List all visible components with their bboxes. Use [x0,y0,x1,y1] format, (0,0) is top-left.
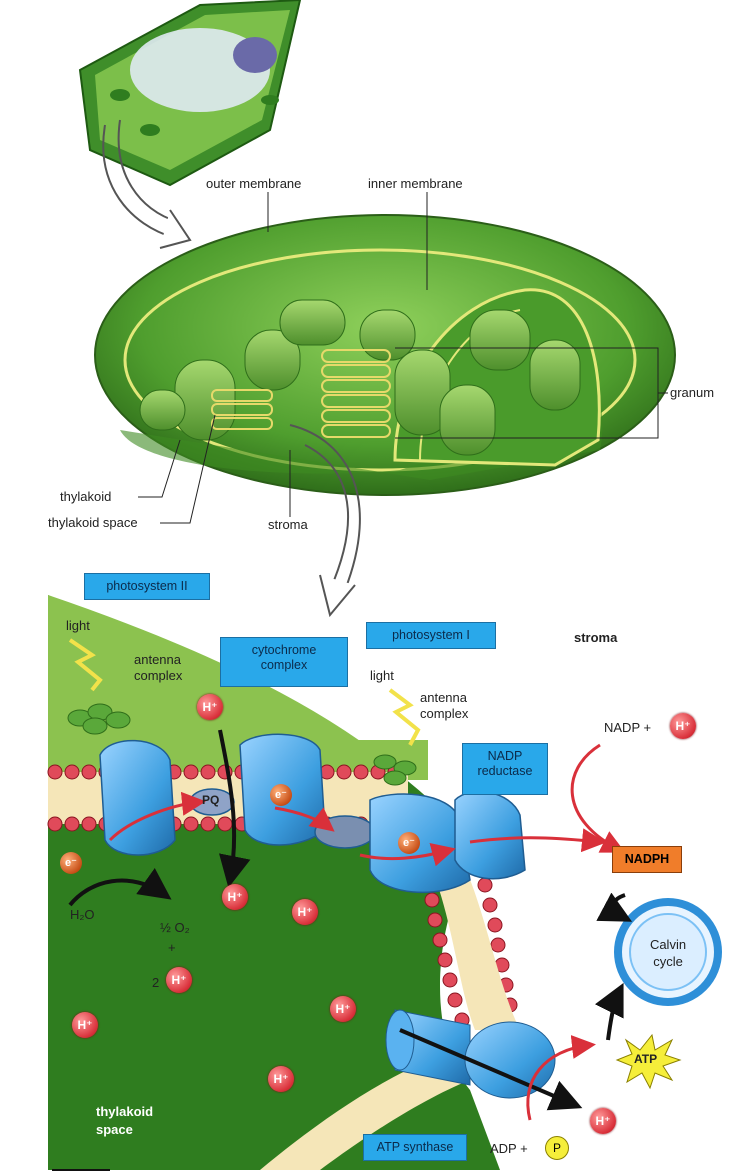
phospholipid-head [81,764,97,780]
thylakoid-space-label: thylakoid space [48,515,138,530]
nadp-reductase-line1: NADP [487,749,523,763]
electron: e⁻ [270,784,292,806]
phospholipid-head [217,816,233,832]
h2o-label: H₂O [70,907,95,922]
nadp-plus-label: NADP + [604,720,652,735]
phospholipid-head [447,992,463,1008]
h-ion: H⁺ [330,996,356,1022]
antenna-label-1a: antenna [134,652,181,667]
stroma-label: stroma [268,517,308,532]
phospholipid-head [47,764,63,780]
outer-membrane-label: outer membrane [206,176,302,191]
phospholipid-head [200,816,216,832]
h-ion: H⁺ [72,1012,98,1038]
phospholipid-head [427,912,443,928]
h-ion: H⁺ [292,899,318,925]
cytochrome-complex-box: cytochrome complex [220,637,348,687]
atp-label: ATP [634,1052,658,1066]
nadp-reductase-box: NADP reductase [462,743,548,795]
nadp-reductase-line2: reductase [477,764,533,778]
phospholipid-head [47,816,63,832]
calvin-line1: Calvin [649,937,687,952]
plant-cell-illustration [78,0,302,187]
stroma-detail-label: stroma [574,630,618,645]
phospholipid-head [336,764,352,780]
phospholipid-head [437,952,453,968]
phospholipid-head [183,816,199,832]
inner-membrane-label: inner membrane [368,176,463,191]
h-ion: H⁺ [268,1066,294,1092]
half-o2-label: ½ O₂ [160,920,190,935]
phospholipid-head [477,877,493,893]
cytochrome-line1: cytochrome [251,643,317,657]
two-label: 2 [152,975,160,990]
photosystem-ii-box: photosystem II [84,573,210,600]
phospholipid-head [353,764,369,780]
light-label-1: light [66,618,90,633]
antenna-label-1b: complex [134,668,183,683]
phospholipid-head [490,937,506,953]
electron: e⁻ [60,852,82,874]
chloroplast-illustration [94,214,676,496]
calvin-line2: cycle [653,954,683,969]
granum-label: granum [670,385,715,400]
h-ion: H⁺ [222,884,248,910]
phospholipid-head [432,932,448,948]
phosphate-icon: P [545,1136,569,1160]
phospholipid-head [424,892,440,908]
nadph-box: NADPH [612,846,682,873]
phospholipid-head [81,816,97,832]
light-label-2: light [370,668,394,683]
thylakoid-space-detail-1: thylakoid [96,1104,154,1119]
thylakoid-space-detail-2: space [96,1122,133,1137]
thylakoid-label: thylakoid [60,489,112,504]
h-ion: H⁺ [590,1108,616,1134]
phospholipid-head [64,816,80,832]
antenna-label-2b: complex [420,706,469,721]
phospholipid-head [487,917,503,933]
phospholipid-head [64,764,80,780]
phospholipid-head [183,764,199,780]
photosystem-i-box: photosystem I [366,622,496,649]
plus-label: + [168,940,176,955]
adp-plus-label: ADP + [490,1141,528,1156]
pq-label: PQ [202,793,220,807]
phospholipid-head [200,764,216,780]
h-ion: H⁺ [166,967,192,993]
antenna-label-2a: antenna [420,690,467,705]
electron: e⁻ [398,832,420,854]
h-ion: H⁺ [670,713,696,739]
atp-synthase-box: ATP synthase [363,1134,467,1161]
h-ion: H⁺ [197,694,223,720]
cytochrome-line2: complex [260,658,308,672]
phospholipid-head [442,972,458,988]
phospholipid-head [482,897,498,913]
